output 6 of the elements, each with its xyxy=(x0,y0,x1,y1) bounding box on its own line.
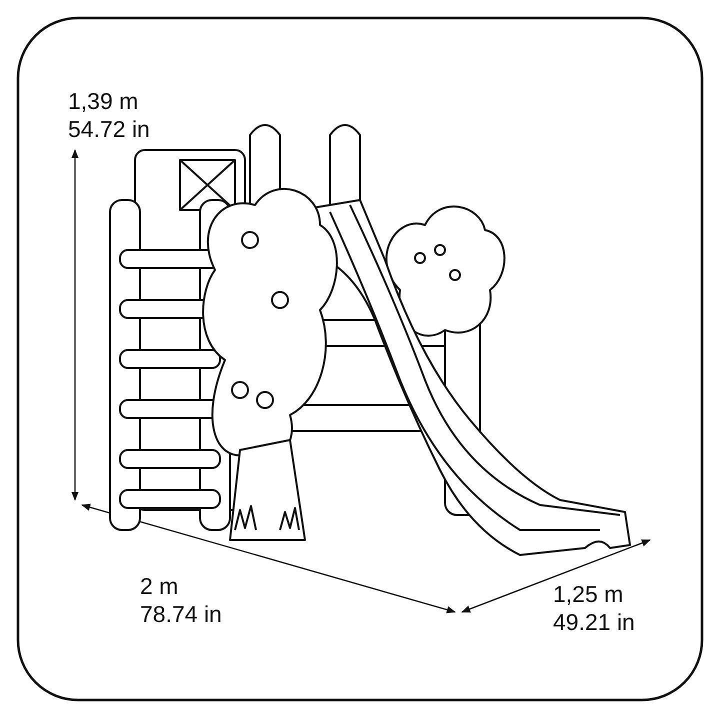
dimension-label: 49.21 in xyxy=(553,611,635,634)
dimension-label: 2 m xyxy=(140,575,178,598)
dimension-label: 78.74 in xyxy=(140,603,222,626)
dimension-label: 1,25 m xyxy=(553,583,624,606)
dimension-label: 54.72 in xyxy=(68,118,150,141)
dimension-label: 1,39 m xyxy=(68,90,138,113)
